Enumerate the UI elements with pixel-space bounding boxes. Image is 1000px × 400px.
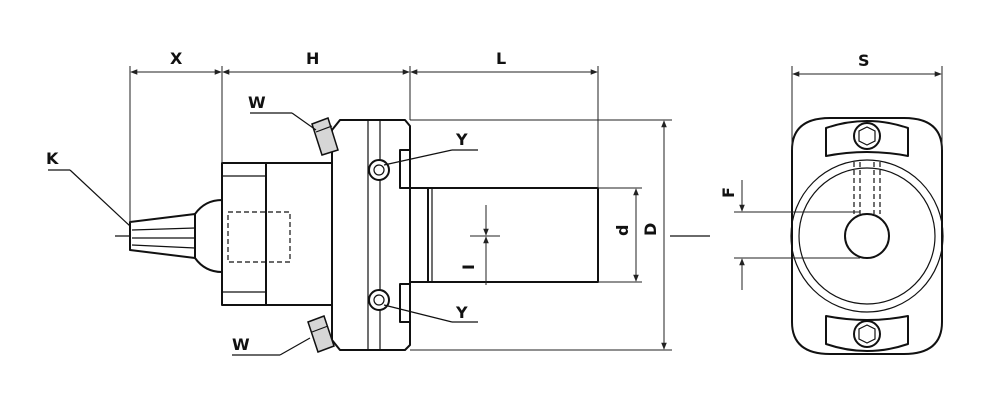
label-d-large: D — [641, 223, 660, 236]
label-k: K — [46, 149, 59, 168]
label-y-bottom: Y — [455, 303, 468, 322]
label-h: H — [306, 49, 319, 68]
label-d-small: d — [613, 225, 632, 236]
k-leader — [69, 169, 131, 227]
body-ring-left — [221, 162, 273, 306]
label-f: F — [719, 187, 738, 198]
label-i: I — [459, 264, 478, 270]
label-l: L — [496, 49, 506, 68]
y-top-leader — [383, 149, 453, 166]
label-y-top: Y — [455, 130, 468, 149]
front-ring — [798, 167, 936, 305]
bolt-top — [368, 159, 390, 181]
label-x: X — [170, 49, 183, 68]
label-w-bottom: W — [232, 335, 250, 354]
front-bolt-top — [853, 122, 881, 150]
set-screw-top — [311, 117, 339, 156]
label-s: S — [858, 51, 870, 70]
tool-shank — [409, 187, 599, 283]
label-w-top: W — [248, 93, 266, 112]
front-bore — [844, 213, 890, 259]
front-bolt-bottom — [853, 320, 881, 348]
y-bottom-leader — [383, 304, 453, 323]
bolt-bottom — [368, 289, 390, 311]
front-view: S F — [719, 51, 944, 355]
side-view: X H L W W K Y Y d D I — [46, 49, 710, 356]
clamp-block — [331, 119, 411, 351]
body-ring-mid — [265, 162, 333, 306]
k-shank — [129, 199, 223, 273]
set-screw-bottom — [307, 315, 335, 353]
